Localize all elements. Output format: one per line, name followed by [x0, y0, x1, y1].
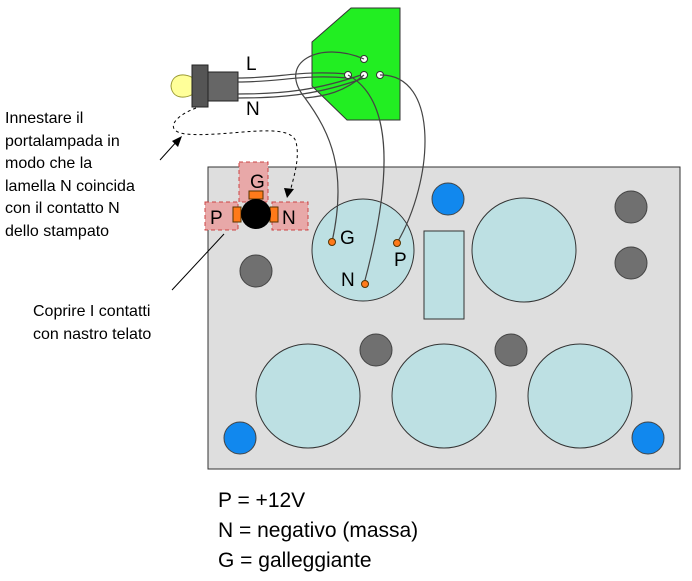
- note-insert-line: lamella N coincida: [5, 177, 135, 195]
- wire-p: [379, 74, 426, 244]
- legend-g: G = galleggiante: [218, 549, 372, 572]
- wire-l: [237, 72, 349, 79]
- legend-p: P = +12V: [218, 489, 306, 512]
- blue-hole: [631, 421, 665, 455]
- dashed-arrowhead: [284, 188, 294, 198]
- wire-g-mid: [304, 74, 365, 99]
- socket-contact-p: [393, 239, 401, 247]
- note-insert-line: portalampada in: [5, 132, 120, 150]
- holder-label-n: N: [282, 208, 296, 229]
- lamp-holder-hole: [241, 199, 271, 229]
- note-insert-line: Innestare il: [5, 110, 84, 127]
- gray-hole: [614, 190, 648, 224]
- wire-label-n: N: [246, 99, 260, 120]
- note-insert-line: modo che la: [5, 155, 93, 172]
- socket-contact-g: [328, 238, 336, 246]
- legend: P = +12V N = negativo (massa) G = galleg…: [218, 486, 418, 576]
- wire-n-socket: [347, 74, 385, 285]
- note-insert-holder: Innestare il portalampada in modo che la…: [5, 108, 135, 243]
- lamp-flange: [191, 64, 209, 108]
- blue-hole: [431, 182, 465, 216]
- wire-label-l: L: [246, 54, 257, 75]
- socket-bottom-center: [391, 343, 497, 449]
- note-cover-line: con nastro telato: [33, 325, 152, 343]
- gray-hole: [494, 333, 528, 367]
- lamp-bulb: [170, 74, 197, 98]
- holder-contact-right: [269, 206, 279, 223]
- socket-top-right: [471, 197, 577, 303]
- note-cover-line: Coprire I contatti: [33, 303, 151, 320]
- socket-label-g: G: [340, 228, 355, 249]
- note-insert-line: dello stampato: [5, 222, 110, 240]
- socket-bottom-left: [255, 343, 361, 449]
- wire-n: [237, 73, 365, 95]
- note-insert-line: con il contatto N: [5, 200, 120, 217]
- holder-label-p: P: [210, 208, 223, 229]
- slot-rect: [423, 230, 465, 320]
- socket-label-n: N: [341, 270, 355, 291]
- wire-l-inner: [237, 76, 349, 83]
- socket-top-left: [311, 198, 415, 302]
- socket-label-p: P: [394, 250, 407, 271]
- legend-n: N = negativo (massa): [218, 519, 419, 542]
- pointer-line-cover: [171, 233, 225, 291]
- holder-contact-left: [232, 206, 242, 223]
- socket-contact-n: [361, 280, 369, 288]
- dashed-insertion-path: [173, 107, 298, 193]
- green-pcb: [311, 7, 401, 121]
- gray-hole: [359, 333, 393, 367]
- socket-bottom-right: [527, 343, 633, 449]
- pointer-arrowhead-insert: [172, 136, 182, 147]
- gray-hole: [614, 246, 648, 280]
- gray-hole: [239, 254, 273, 288]
- holder-label-g: G: [250, 172, 265, 193]
- lamp-body: [207, 71, 239, 102]
- note-cover-contacts: Coprire I contatti con nastro telato: [33, 301, 151, 346]
- blue-hole: [223, 421, 257, 455]
